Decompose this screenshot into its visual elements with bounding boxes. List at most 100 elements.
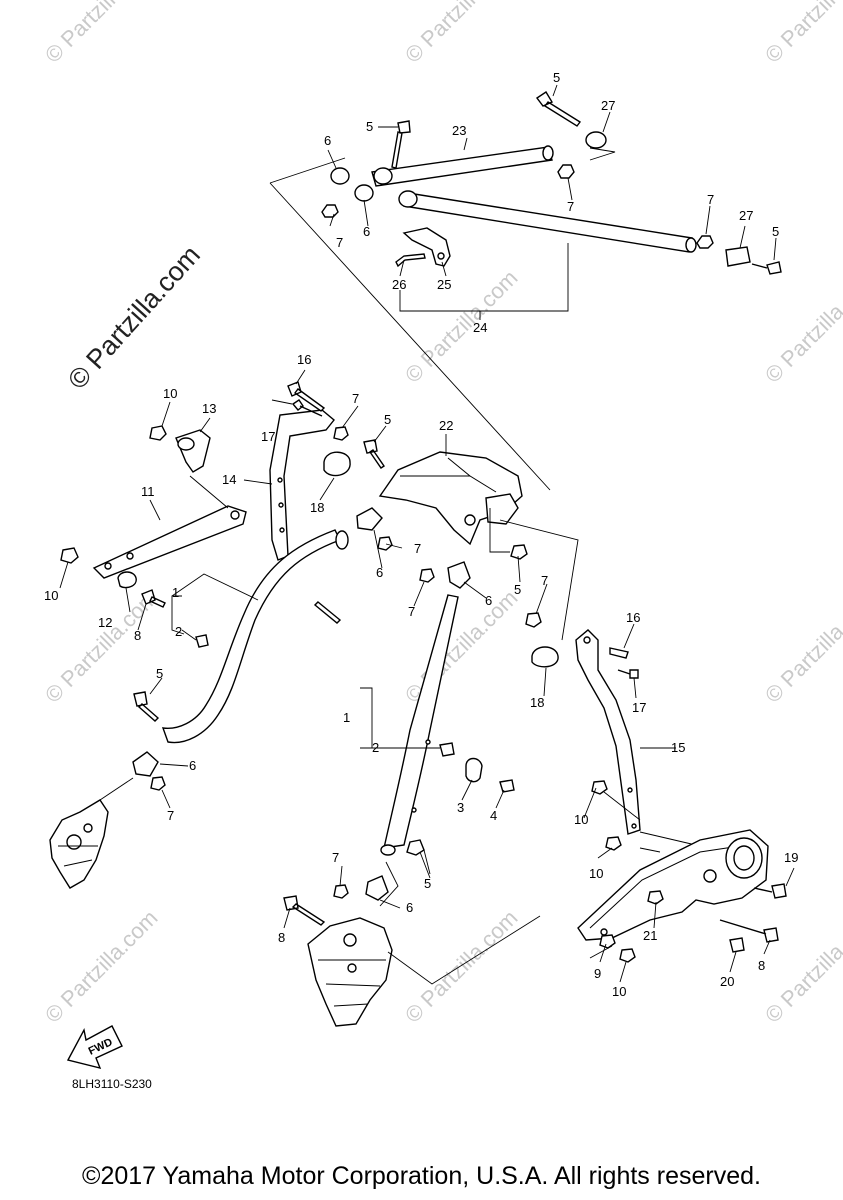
bolt-part-5[interactable] [363,439,385,469]
callout-1: 1 [172,585,179,600]
nut-part-7[interactable] [525,612,542,628]
callout-9: 9 [594,966,601,981]
right-stay-assembly [525,612,701,847]
right-lower-bracket[interactable] [577,829,769,941]
pipe-clamp-part-6[interactable] [365,875,389,901]
callout-18: 18 [310,500,324,515]
callout-7: 7 [167,808,174,823]
bolt-part-26[interactable] [395,253,426,268]
bolt-part-8[interactable] [283,895,326,926]
callout-26: 26 [392,277,406,292]
callout-7: 7 [707,192,714,207]
callout-4: 4 [490,808,497,823]
top-bar-assembly [269,91,782,491]
left-brace-assembly [60,425,247,608]
bolt-part-20[interactable] [729,937,745,953]
nut-part-7[interactable] [321,204,339,218]
bracket-part-13[interactable] [175,429,211,473]
callout-14: 14 [222,472,236,487]
bolt-part-16[interactable] [609,647,629,659]
callout-5: 5 [424,876,431,891]
bolt-part-4[interactable] [499,779,515,793]
bolt-part-2[interactable] [195,634,209,648]
callout-7: 7 [408,604,415,619]
brace-part-11[interactable] [92,505,247,579]
callout-5: 5 [156,666,163,681]
nut-part-7[interactable] [557,164,575,179]
callout-7: 7 [414,541,421,556]
top-plate-assembly [363,439,579,641]
bolt-part-5[interactable] [751,261,782,275]
nut-part-21[interactable] [647,890,664,905]
collar-part-27[interactable] [585,131,607,149]
bolt-part-8[interactable] [141,589,166,608]
callout-27: 27 [601,98,615,113]
bolt-part-5[interactable] [391,120,411,169]
center-pipe-assembly [283,561,541,1027]
bar-23[interactable] [371,146,553,187]
bolt-part-8[interactable] [719,919,779,943]
nut-part-7[interactable] [419,568,435,583]
bolt-part-16[interactable] [287,381,326,412]
collar-part-27[interactable] [725,246,751,267]
bushing-part-6[interactable] [373,167,393,185]
callout-7: 7 [352,391,359,406]
callout-20: 20 [720,974,734,989]
callout-10: 10 [44,588,58,603]
nut-part-10[interactable] [591,780,608,795]
callout-15: 15 [671,740,685,755]
callout-8: 8 [758,958,765,973]
nut-part-7[interactable] [377,536,393,551]
right-bracket-assembly [577,829,787,963]
clamp-part-12[interactable] [117,571,137,589]
nut-part-10[interactable] [60,547,79,564]
nut-part-7[interactable] [333,426,349,441]
bracket-part-25[interactable] [402,227,451,267]
washer-part-9[interactable] [599,934,616,949]
bushing-part-6[interactable] [330,167,350,185]
callout-5: 5 [553,70,560,85]
bushing-part-6[interactable] [354,184,374,202]
callout-23: 23 [452,123,466,138]
pipe-clamp-part-6[interactable] [356,507,383,531]
nut-part-5[interactable] [406,839,425,856]
fwd-arrow: FWD [66,1025,123,1070]
nut-part-10[interactable] [605,836,622,851]
clamp-part-18[interactable] [323,451,351,477]
pipe-part-1[interactable] [161,529,341,744]
left-stay-assembly [269,381,351,561]
pipe-clamp-part-6[interactable] [132,751,159,777]
bolt-part-17[interactable] [617,669,639,679]
callout-18: 18 [530,695,544,710]
nut-part-10[interactable] [149,425,167,441]
nut-part-7[interactable] [696,235,714,249]
leader-lines [59,84,795,983]
pipe-part-1[interactable] [383,594,459,849]
bolt-part-5[interactable] [133,691,160,722]
bushing-part-6[interactable] [398,190,418,208]
callout-17: 17 [632,700,646,715]
callout-6: 6 [189,758,196,773]
nut-part-10[interactable] [619,948,636,963]
callout-5: 5 [366,119,373,134]
nut-part-5[interactable] [510,544,528,560]
nut-part-7[interactable] [333,884,349,899]
bolt-part-2[interactable] [439,742,455,757]
clamp-part-18[interactable] [531,646,559,668]
callout-6: 6 [324,133,331,148]
bolt-part-19[interactable] [753,883,787,899]
nut-part-7[interactable] [150,776,166,791]
bolt-part-floating[interactable] [313,601,342,624]
copyright-notice: ©2017 Yamaha Motor Corporation, U.S.A. A… [82,1162,761,1190]
callout-7: 7 [336,235,343,250]
stay-part-14[interactable] [269,409,335,561]
callout-labels: 5 27 5 23 6 7 7 27 5 6 7 26 25 24 16 10 … [44,70,798,999]
bolt-part-5[interactable] [535,91,582,127]
stay-part-15[interactable] [575,629,641,835]
callout-8: 8 [278,930,285,945]
callout-5: 5 [384,412,391,427]
callout-3: 3 [457,800,464,815]
clamp-part-3[interactable] [465,757,483,783]
bolt-part-17[interactable] [291,399,323,417]
callout-6: 6 [363,224,370,239]
